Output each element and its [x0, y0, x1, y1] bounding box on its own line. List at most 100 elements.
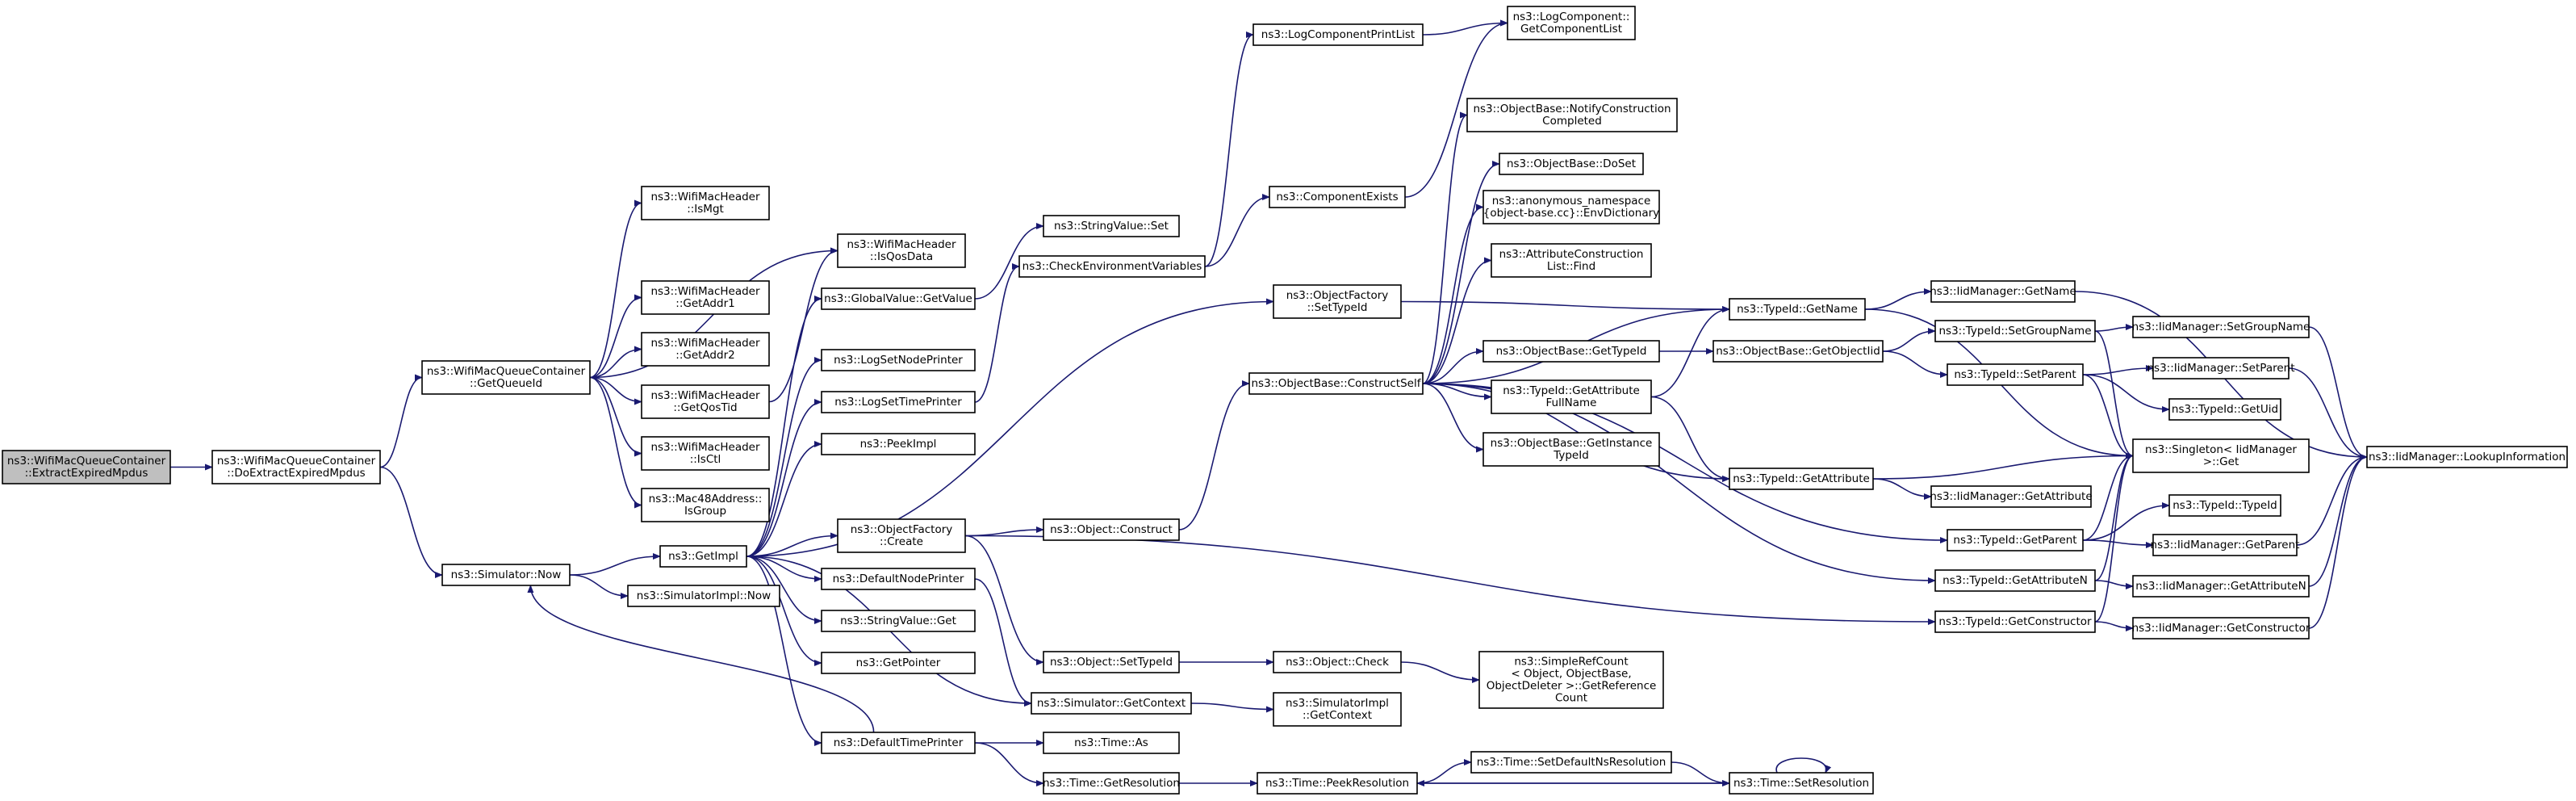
- node-label: ::IsMgt: [687, 203, 724, 216]
- graph-node[interactable]: ns3::ObjectBase::ConstructSelf: [1248, 372, 1424, 395]
- node-label: ns3::Object::Construct: [1050, 523, 1173, 536]
- graph-node[interactable]: ns3::WifiMacQueueContainer::ExtractExpir…: [2, 450, 171, 484]
- graph-node[interactable]: ns3::IidManager::LookupInformation: [2366, 446, 2568, 468]
- node-label: ns3::SimulatorImpl: [1286, 697, 1389, 710]
- node-label: ::SetTypeId: [1307, 301, 1368, 314]
- graph-node[interactable]: ns3::GetPointer: [821, 652, 976, 674]
- node-label: ns3::Singleton< IidManager: [2145, 443, 2297, 456]
- graph-node[interactable]: ns3::LogComponent::GetComponentList: [1507, 6, 1636, 40]
- graph-node[interactable]: ns3::SimulatorImpl::GetContext: [1273, 692, 1402, 727]
- node-box: [821, 433, 976, 455]
- graph-node[interactable]: ns3::WifiMacHeader::IsCtl: [641, 436, 770, 471]
- graph-node[interactable]: ns3::Time::As: [1043, 732, 1180, 754]
- graph-node[interactable]: ns3::TypeId::GetName: [1729, 298, 1866, 321]
- graph-node[interactable]: ns3::Object::Check: [1273, 651, 1402, 673]
- call-edge: [527, 585, 875, 733]
- node-label: ns3::WifiMacHeader: [847, 238, 956, 251]
- graph-node[interactable]: ns3::Time::GetResolution: [1043, 772, 1180, 795]
- graph-node[interactable]: ns3::ObjectBase::NotifyConstructionCompl…: [1466, 98, 1678, 132]
- graph-node[interactable]: ns3::Time::SetResolution: [1729, 772, 1874, 795]
- graph-node[interactable]: ns3::Mac48Address::IsGroup: [641, 488, 770, 522]
- call-edge: [1400, 661, 1480, 683]
- call-edge: [746, 357, 822, 557]
- graph-node[interactable]: ns3::IidManager::SetGroupName: [2132, 316, 2310, 338]
- graph-node[interactable]: ns3::SimulatorImpl::Now: [627, 585, 780, 607]
- node-box: [1482, 432, 1660, 467]
- graph-node[interactable]: ns3::ObjectBase::GetObjectIid: [1712, 340, 1884, 363]
- call-edge: [1422, 111, 1468, 384]
- graph-node[interactable]: ns3::WifiMacHeader::GetAddr2: [641, 332, 770, 367]
- graph-node[interactable]: ns3::IidManager::GetAttribute: [1930, 485, 2093, 508]
- node-label: ns3::Time::PeekResolution: [1265, 777, 1409, 790]
- node-label: ns3::WifiMacHeader: [650, 389, 760, 402]
- graph-node[interactable]: ns3::TypeId::GetParent: [1947, 529, 2084, 551]
- graph-node[interactable]: ns3::DefaultNodePrinter: [821, 568, 976, 590]
- graph-node[interactable]: ns3::DefaultTimePrinter: [821, 732, 976, 754]
- node-label: < Object, ObjectBase,: [1511, 668, 1631, 681]
- graph-node[interactable]: ns3::ComponentExists: [1269, 186, 1406, 208]
- graph-node[interactable]: ns3::WifiMacQueueContainer::DoExtractExp…: [211, 450, 381, 484]
- node-box: [1712, 340, 1884, 363]
- graph-node[interactable]: ns3::ObjectBase::DoSet: [1499, 153, 1644, 175]
- node-box: [1043, 772, 1180, 795]
- graph-node[interactable]: ns3::SimpleRefCount< Object, ObjectBase,…: [1478, 651, 1664, 709]
- graph-node[interactable]: ns3::PeekImpl: [821, 433, 976, 455]
- graph-node[interactable]: ns3::WifiMacHeader::IsQosData: [837, 233, 966, 268]
- graph-node[interactable]: ns3::WifiMacQueueContainer::GetQueueId: [421, 360, 591, 395]
- graph-node[interactable]: ns3::TypeId::SetParent: [1947, 363, 2084, 386]
- graph-node[interactable]: ns3::ObjectFactory::Create: [837, 518, 966, 553]
- graph-node[interactable]: ns3::GetImpl: [659, 545, 747, 568]
- graph-node[interactable]: ns3::Simulator::GetContext: [1031, 692, 1192, 715]
- node-box: [1031, 692, 1192, 715]
- call-edge: [589, 376, 642, 405]
- graph-node[interactable]: ns3::TypeId::GetUid: [2168, 398, 2281, 421]
- node-label: ns3::Simulator::Now: [451, 568, 562, 581]
- graph-node[interactable]: ns3::Time::PeekResolution: [1257, 772, 1418, 795]
- node-label: Count: [1555, 692, 1587, 705]
- call-edge: [1882, 350, 1948, 378]
- graph-node[interactable]: ns3::Time::SetDefaultNsResolution: [1470, 751, 1672, 774]
- graph-node[interactable]: ns3::StringValue::Get: [821, 610, 976, 632]
- call-edge: [746, 441, 822, 557]
- graph-node[interactable]: ns3::StringValue::Set: [1043, 215, 1180, 237]
- graph-node[interactable]: ns3::LogSetTimePrinter: [821, 391, 976, 413]
- graph-node[interactable]: ns3::anonymous_namespace{object-base.cc}…: [1482, 190, 1660, 224]
- graph-node[interactable]: ns3::LogSetNodePrinter: [821, 349, 976, 371]
- node-box: [1043, 215, 1180, 237]
- node-label: ns3::DefaultNodePrinter: [833, 572, 964, 585]
- graph-node[interactable]: ns3::GlobalValue::GetValue: [821, 287, 976, 310]
- graph-node[interactable]: ns3::WifiMacHeader::IsMgt: [641, 186, 770, 220]
- graph-node[interactable]: ns3::WifiMacHeader::GetAddr1: [641, 280, 770, 315]
- graph-node[interactable]: ns3::Simulator::Now: [441, 564, 571, 586]
- graph-node[interactable]: ns3::TypeId::SetGroupName: [1934, 320, 2096, 342]
- graph-node[interactable]: ns3::WifiMacHeader::GetQosTid: [641, 384, 770, 419]
- node-box: [2168, 494, 2281, 517]
- graph-node[interactable]: ns3::Object::SetTypeId: [1043, 651, 1180, 673]
- graph-node[interactable]: ns3::TypeId::GetAttribute: [1729, 468, 1874, 490]
- call-edge: [1864, 288, 1932, 310]
- node-layer: ns3::WifiMacQueueContainer::ExtractExpir…: [2, 6, 2568, 795]
- graph-node[interactable]: ns3::IidManager::GetParent: [2151, 534, 2300, 556]
- graph-node[interactable]: ns3::IidManager::GetConstructor: [2132, 617, 2310, 640]
- graph-node[interactable]: ns3::TypeId::TypeId: [2168, 494, 2281, 517]
- graph-node[interactable]: ns3::Object::Construct: [1043, 518, 1180, 541]
- graph-node[interactable]: ns3::Singleton< IidManager>::Get: [2132, 438, 2310, 473]
- node-label: ns3::ObjectFactory: [1286, 289, 1389, 302]
- graph-node[interactable]: ns3::LogComponentPrintList: [1252, 23, 1424, 46]
- graph-node[interactable]: ns3::ObjectBase::GetTypeId: [1482, 340, 1660, 363]
- graph-node[interactable]: ns3::TypeId::GetConstructor: [1934, 610, 2096, 633]
- node-label: ns3::ObjectFactory: [851, 523, 953, 536]
- call-edge: [1650, 306, 1730, 398]
- call-edge: [1671, 761, 1730, 786]
- graph-node[interactable]: ns3::IidManager::GetName: [1930, 280, 2076, 303]
- graph-node[interactable]: ns3::IidManager::GetAttributeN: [2132, 575, 2310, 598]
- graph-node[interactable]: ns3::IidManager::SetParent: [2147, 357, 2295, 380]
- graph-node[interactable]: ns3::TypeId::GetAttributeN: [1934, 569, 2096, 592]
- node-label: FullName: [1546, 396, 1597, 409]
- graph-node[interactable]: ns3::CheckEnvironmentVariables: [1018, 255, 1206, 278]
- graph-node[interactable]: ns3::ObjectFactory::SetTypeId: [1273, 284, 1402, 319]
- node-box: [821, 652, 976, 674]
